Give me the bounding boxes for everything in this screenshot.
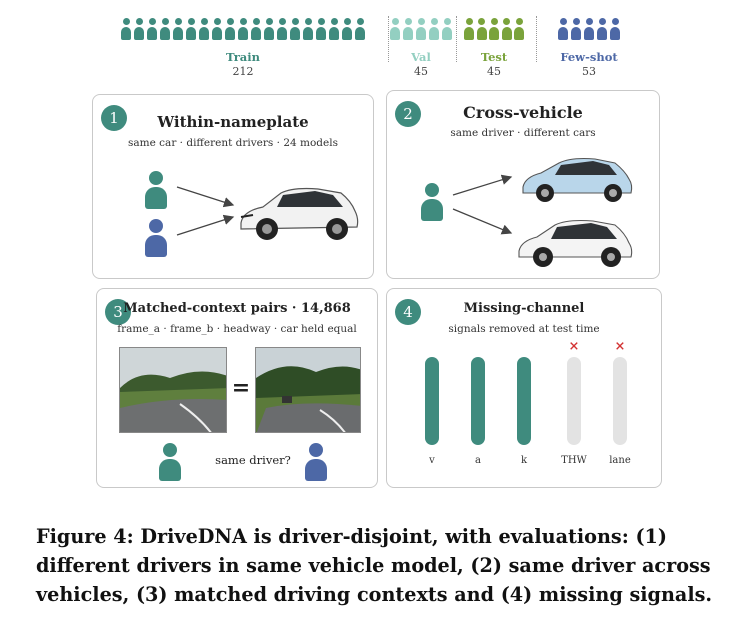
removed-x-icon: × bbox=[568, 339, 580, 354]
panel-title: Within-nameplate bbox=[157, 113, 309, 131]
driver-icon-blue bbox=[145, 219, 167, 257]
split-divider bbox=[536, 16, 537, 62]
person-icon bbox=[584, 18, 594, 46]
person-icon bbox=[160, 18, 170, 46]
person-icon bbox=[571, 18, 581, 46]
person-icon bbox=[597, 18, 607, 46]
removed-x-icon: × bbox=[614, 339, 626, 354]
person-icon bbox=[610, 18, 620, 46]
driver-icon-teal bbox=[421, 183, 443, 221]
channel-label: k bbox=[520, 455, 528, 466]
split-people-icons bbox=[464, 18, 525, 48]
figure-caption: Figure 4: DriveDNA is driver-disjoint, w… bbox=[36, 525, 713, 606]
panel-title: Matched-context pairs · 14,868 bbox=[123, 301, 351, 316]
panel-subtitle: signals removed at test time bbox=[448, 323, 600, 335]
split-count: 45 bbox=[487, 65, 501, 78]
panel-title: Missing-channel bbox=[463, 301, 585, 316]
person-icon bbox=[121, 18, 131, 46]
driver-icon-blue bbox=[305, 443, 327, 481]
split-name: Val bbox=[411, 50, 431, 64]
arrows bbox=[176, 186, 235, 236]
panel-number-badge: 3 bbox=[105, 299, 131, 325]
split-count: 45 bbox=[414, 65, 428, 78]
driver-icon-teal bbox=[159, 443, 181, 481]
channel-bar-lane bbox=[613, 357, 627, 445]
channel-bar-v bbox=[425, 357, 439, 445]
channel-bar-k bbox=[517, 357, 531, 445]
same-driver-question: same driver? bbox=[215, 453, 291, 467]
person-icon bbox=[290, 18, 300, 46]
panel-number-badge: 4 bbox=[395, 299, 421, 325]
arrows bbox=[452, 174, 513, 235]
car-white-suv-icon bbox=[518, 219, 633, 267]
panel-number-badge: 1 bbox=[101, 105, 127, 131]
person-icon bbox=[416, 18, 426, 46]
road-frame-a-image bbox=[119, 347, 227, 433]
split-people-icons bbox=[98, 18, 388, 48]
person-icon bbox=[464, 18, 475, 46]
equals-sign: = bbox=[231, 375, 251, 401]
person-icon bbox=[514, 18, 525, 46]
person-icon bbox=[147, 18, 157, 46]
person-icon bbox=[316, 18, 326, 46]
channel-bar-thw bbox=[567, 357, 581, 445]
person-icon bbox=[186, 18, 196, 46]
person-icon bbox=[264, 18, 274, 46]
panel-matched-context: 3 Matched-context pairs · 14,868 frame_a… bbox=[96, 288, 378, 488]
panel-subtitle: same car · different drivers · 24 models bbox=[128, 137, 338, 149]
panel-within-nameplate: 1 Within-nameplate same car · different … bbox=[92, 94, 374, 279]
panel-subtitle: frame_a · frame_b · headway · car held e… bbox=[117, 323, 357, 335]
split-name: Test bbox=[480, 50, 508, 64]
panel-subtitle: same driver · different cars bbox=[450, 127, 596, 139]
channel-label: THW bbox=[561, 455, 587, 466]
person-icon bbox=[403, 18, 413, 46]
person-icon bbox=[173, 18, 183, 46]
person-icon bbox=[238, 18, 248, 46]
person-icon bbox=[251, 18, 261, 46]
split-people-icons bbox=[390, 18, 452, 48]
panel-number-badge: 2 bbox=[395, 101, 421, 127]
car-white-suv-icon bbox=[240, 187, 359, 240]
split-count: 212 bbox=[232, 65, 254, 78]
person-icon bbox=[277, 18, 287, 46]
channel-label: lane bbox=[609, 455, 631, 466]
person-icon bbox=[442, 18, 452, 46]
panel-title: Cross-vehicle bbox=[463, 103, 583, 122]
person-icon bbox=[501, 18, 512, 46]
person-icon bbox=[342, 18, 352, 46]
person-icon bbox=[558, 18, 568, 46]
channel-label: v bbox=[429, 455, 435, 466]
split-name: Train bbox=[226, 50, 260, 64]
person-icon bbox=[329, 18, 339, 46]
person-icon bbox=[303, 18, 313, 46]
split-divider bbox=[388, 16, 389, 62]
panel-cross-vehicle: 2 Cross-vehicle same driver · different … bbox=[386, 90, 660, 279]
split-name: Few-shot bbox=[560, 50, 618, 64]
panel-missing-channel: 4 Missing-channel signals removed at tes… bbox=[386, 288, 662, 488]
person-icon bbox=[489, 18, 500, 46]
person-icon bbox=[199, 18, 209, 46]
person-icon bbox=[429, 18, 439, 46]
split-people-icons bbox=[548, 18, 630, 48]
person-icon bbox=[390, 18, 400, 46]
road-frame-b-image bbox=[255, 347, 361, 433]
person-icon bbox=[355, 18, 365, 46]
person-icon bbox=[134, 18, 144, 46]
split-count: 53 bbox=[582, 65, 596, 78]
channel-bar-a bbox=[471, 357, 485, 445]
driver-icon-teal bbox=[145, 171, 167, 209]
split-divider bbox=[456, 16, 457, 62]
person-icon bbox=[476, 18, 487, 46]
channel-label: a bbox=[475, 455, 481, 466]
person-icon bbox=[225, 18, 235, 46]
person-icon bbox=[212, 18, 222, 46]
car-light-blue-suv-icon bbox=[522, 157, 633, 202]
